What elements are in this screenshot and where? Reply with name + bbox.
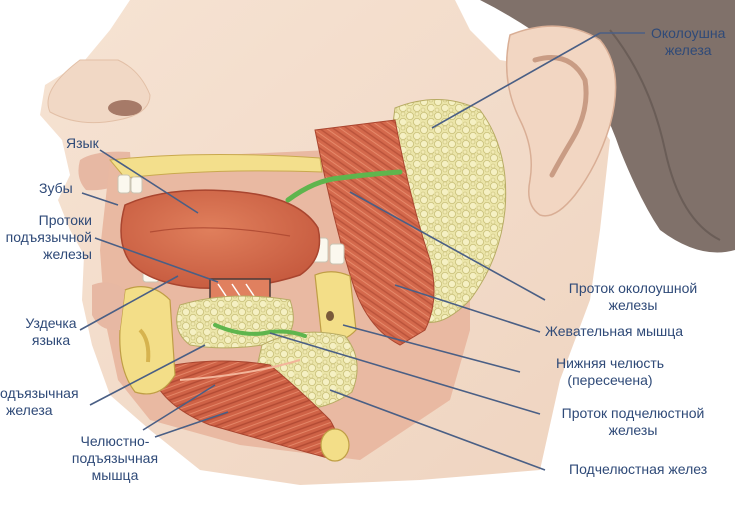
label-mylohyoid-muscle: Челюстно- подъязычная мышца — [71, 433, 159, 483]
tongue — [120, 189, 321, 289]
leader-sublingual-gland — [89, 344, 206, 406]
leader-submandibular-gland — [329, 389, 546, 471]
leader-tongue — [99, 149, 199, 214]
label-teeth: Зубы — [39, 180, 73, 196]
label-mandible: Нижняя челюсть (пересечена) — [555, 355, 665, 388]
hard-palate — [109, 153, 323, 179]
parotid-duct — [285, 169, 403, 203]
label-tongue: Язык — [66, 135, 99, 151]
label-masseter: Жевательная мышца — [545, 323, 684, 339]
label-sublingual-gland: одъязычная железа — [0, 385, 79, 418]
nostril — [108, 100, 142, 116]
label-parotid-duct: Проток околоушной железы — [568, 280, 698, 313]
leader-mylohyoid — [142, 384, 216, 431]
leader-lines — [79, 32, 645, 471]
leader-sublingual-ducts — [94, 237, 219, 283]
label-frenulum: Уздечка языка — [25, 315, 77, 348]
mandible-right-cut — [314, 271, 357, 342]
leader-mylohyoid-2 — [154, 411, 229, 438]
leader-mandible — [342, 324, 521, 373]
label-submandibular-duct: Проток подчелюстной железы — [561, 405, 705, 438]
hair — [480, 0, 735, 253]
leader-submandibular-duct — [269, 332, 541, 415]
label-parotid-gland: Околоушна железа — [651, 25, 726, 58]
leader-teeth — [81, 192, 119, 206]
mandible-lower-cut — [320, 428, 350, 462]
submandibular-duct — [213, 323, 307, 338]
leader-masseter — [394, 284, 541, 333]
leader-parotid-duct — [349, 191, 546, 301]
ear — [505, 25, 617, 217]
label-submandibular-gland: Подчелюстная желез — [569, 461, 708, 477]
label-sublingual-ducts: Протоки подъязычной железы — [5, 212, 92, 262]
leader-frenulum — [79, 275, 179, 331]
